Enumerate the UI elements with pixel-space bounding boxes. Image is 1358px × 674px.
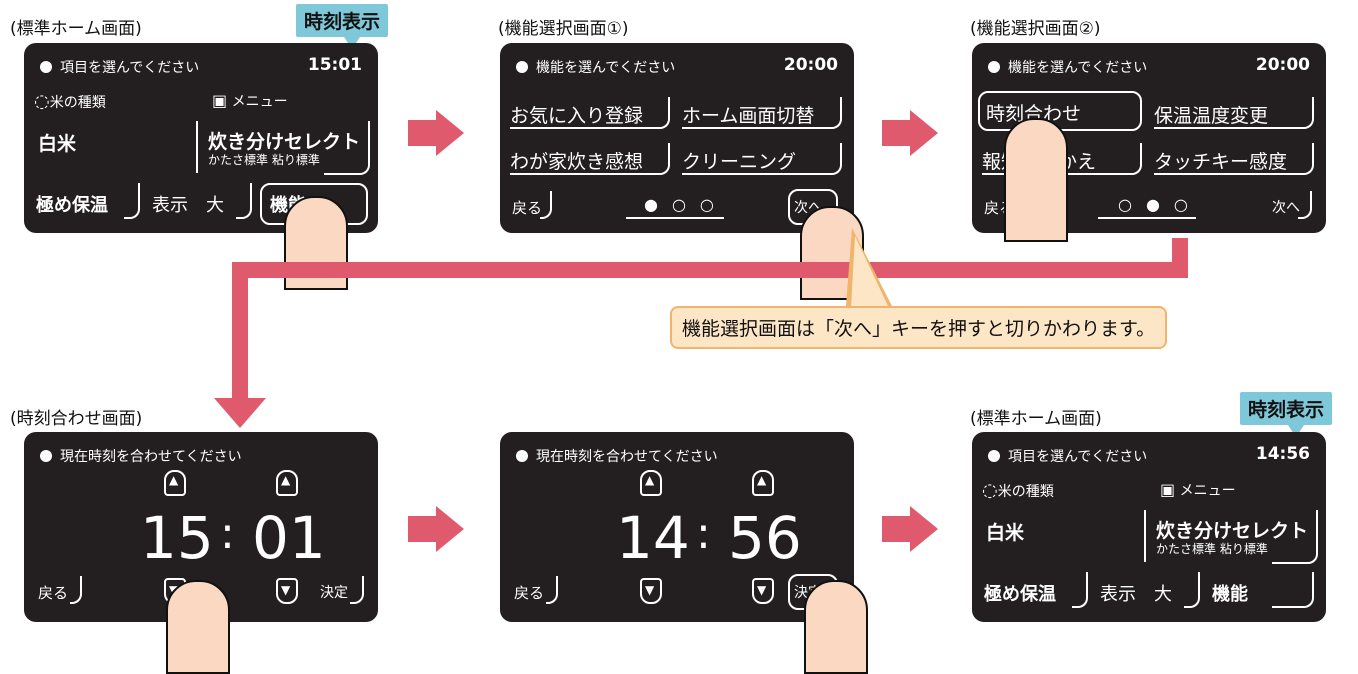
- clock-time: 14:56: [1255, 444, 1310, 464]
- finger-icon: [1004, 118, 1068, 242]
- chevron-down-icon: ▼: [645, 583, 655, 597]
- minute-value: 56: [728, 504, 802, 572]
- time-colon: :: [696, 508, 711, 559]
- time-display-label: 時刻表示: [1240, 392, 1333, 437]
- header-text: 現在時刻を合わせてください: [60, 449, 242, 465]
- rice-type-label: ◌米の種類: [982, 480, 1054, 501]
- rice-icon: ◌: [982, 480, 998, 501]
- screen-home1: 項目を選んでください 15:01 ◌米の種類 ▣ メニュー 白米 炊き分けセレク…: [24, 43, 378, 233]
- screen-clock1: 現在時刻を合わせてください ▲ ▲ 15 : 01 ▼ ▼ 戻る 決定: [24, 432, 378, 622]
- header-text: 現在時刻を合わせてください: [536, 449, 718, 465]
- caption-clock1: (時刻合わせ画面): [10, 409, 143, 429]
- caption-home2: (標準ホーム画面): [970, 409, 1102, 429]
- time-colon: :: [220, 508, 235, 559]
- select-sub: かたさ標準 粘り標準: [1156, 542, 1268, 556]
- header-text: 機能を選んでください: [536, 60, 676, 76]
- chevron-up-icon: ▲: [169, 473, 179, 487]
- time-display-label: 時刻表示: [296, 4, 389, 49]
- clock-time: 20:00: [783, 55, 838, 75]
- chevron-down-icon: ▼: [281, 583, 291, 597]
- keep-warm-button[interactable]: 極め保温: [984, 584, 1056, 605]
- status-dot: [988, 450, 1000, 462]
- rice-value[interactable]: 白米: [986, 522, 1025, 544]
- finger-icon: [166, 580, 230, 674]
- status-dot: [40, 61, 52, 73]
- favorite-register-button[interactable]: お気に入り登録: [510, 105, 644, 127]
- hour-down-button[interactable]: ▼: [640, 578, 662, 604]
- chevron-up-icon: ▲: [757, 473, 767, 487]
- minute-up-button[interactable]: ▲: [752, 470, 774, 496]
- rice-value[interactable]: 白米: [38, 133, 77, 155]
- select-button[interactable]: 炊き分けセレクト: [1156, 520, 1309, 542]
- arrow-right-4: [882, 516, 912, 542]
- menu-label: ▣ メニュー: [212, 91, 288, 110]
- screen-home2: 項目を選んでください 14:56 ◌米の種類 ▣ メニュー 白米 炊き分けセレク…: [972, 432, 1326, 622]
- caption-home1: (標準ホーム画面): [10, 19, 142, 39]
- cleaning-button[interactable]: クリーニング: [682, 151, 797, 173]
- cooking-feedback-button[interactable]: わが家炊き感想: [510, 151, 644, 173]
- arrow-right-2: [882, 120, 912, 146]
- select-sub: かたさ標準 粘り標準: [208, 153, 320, 167]
- ok-button[interactable]: 決定: [320, 585, 348, 601]
- pot-icon: ▣: [212, 91, 228, 110]
- status-dot: [516, 61, 528, 73]
- caption-func2: (機能選択画面②): [970, 19, 1101, 39]
- hour-up-button[interactable]: ▲: [640, 470, 662, 496]
- hour-value: 15: [140, 504, 214, 572]
- clock-time: 20:00: [1255, 55, 1310, 75]
- time-set-button[interactable]: 時刻合わせ: [978, 91, 1142, 131]
- screen-clock2: 現在時刻を合わせてください ▲ ▲ 14 : 56 ▼ ▼ 戻る 決定: [500, 432, 854, 622]
- page-indicator: ●○○: [644, 195, 728, 214]
- page-indicator: ○●○: [1118, 195, 1202, 214]
- arrow-right-1: [408, 120, 438, 146]
- header-text: 項目を選んでください: [1008, 449, 1148, 465]
- menu-label: ▣ メニュー: [1160, 480, 1236, 499]
- select-button[interactable]: 炊き分けセレクト: [208, 131, 361, 153]
- home-switch-button[interactable]: ホーム画面切替: [682, 105, 815, 127]
- keep-warm-button[interactable]: 極め保温: [36, 195, 108, 216]
- chevron-up-icon: ▲: [281, 473, 291, 487]
- minute-down-button[interactable]: ▼: [276, 578, 298, 604]
- header-text: 項目を選んでください: [60, 60, 200, 76]
- function-button[interactable]: 機能: [1212, 584, 1248, 605]
- header-text: 機能を選んでください: [1008, 60, 1148, 76]
- status-dot: [988, 61, 1000, 73]
- clock-time: 15:01: [307, 55, 362, 75]
- chevron-down-icon: ▼: [757, 583, 767, 597]
- pot-icon: ▣: [1160, 480, 1176, 499]
- status-dot: [516, 450, 528, 462]
- hour-value: 14: [616, 504, 690, 572]
- hour-up-button[interactable]: ▲: [164, 470, 186, 496]
- caption-func1: (機能選択画面①): [498, 19, 629, 39]
- display-size-button[interactable]: 表示 大: [152, 195, 224, 216]
- chevron-up-icon: ▲: [645, 473, 655, 487]
- screen-func1: 機能を選んでください 20:00 お気に入り登録 ホーム画面切替 わが家炊き感想…: [500, 43, 854, 233]
- next-button[interactable]: 次へ: [1272, 200, 1300, 216]
- minute-up-button[interactable]: ▲: [276, 470, 298, 496]
- keep-temp-button[interactable]: 保温温度変更: [1154, 105, 1269, 127]
- display-size-button[interactable]: 表示 大: [1100, 584, 1172, 605]
- rice-type-label: ◌米の種類: [34, 91, 106, 112]
- finger-icon: [804, 580, 868, 674]
- back-button[interactable]: 戻る: [512, 199, 543, 217]
- minute-value: 01: [252, 504, 326, 572]
- back-button[interactable]: 戻る: [514, 584, 545, 602]
- callout-text: 機能選択画面は「次へ」キーを押すと切りかわります。: [670, 306, 1168, 349]
- touch-sensitivity-button[interactable]: タッチキー感度: [1154, 151, 1288, 173]
- status-dot: [40, 450, 52, 462]
- rice-icon: ◌: [34, 91, 50, 112]
- back-button[interactable]: 戻る: [38, 584, 69, 602]
- minute-down-button[interactable]: ▼: [752, 578, 774, 604]
- arrow-right-3: [408, 516, 438, 542]
